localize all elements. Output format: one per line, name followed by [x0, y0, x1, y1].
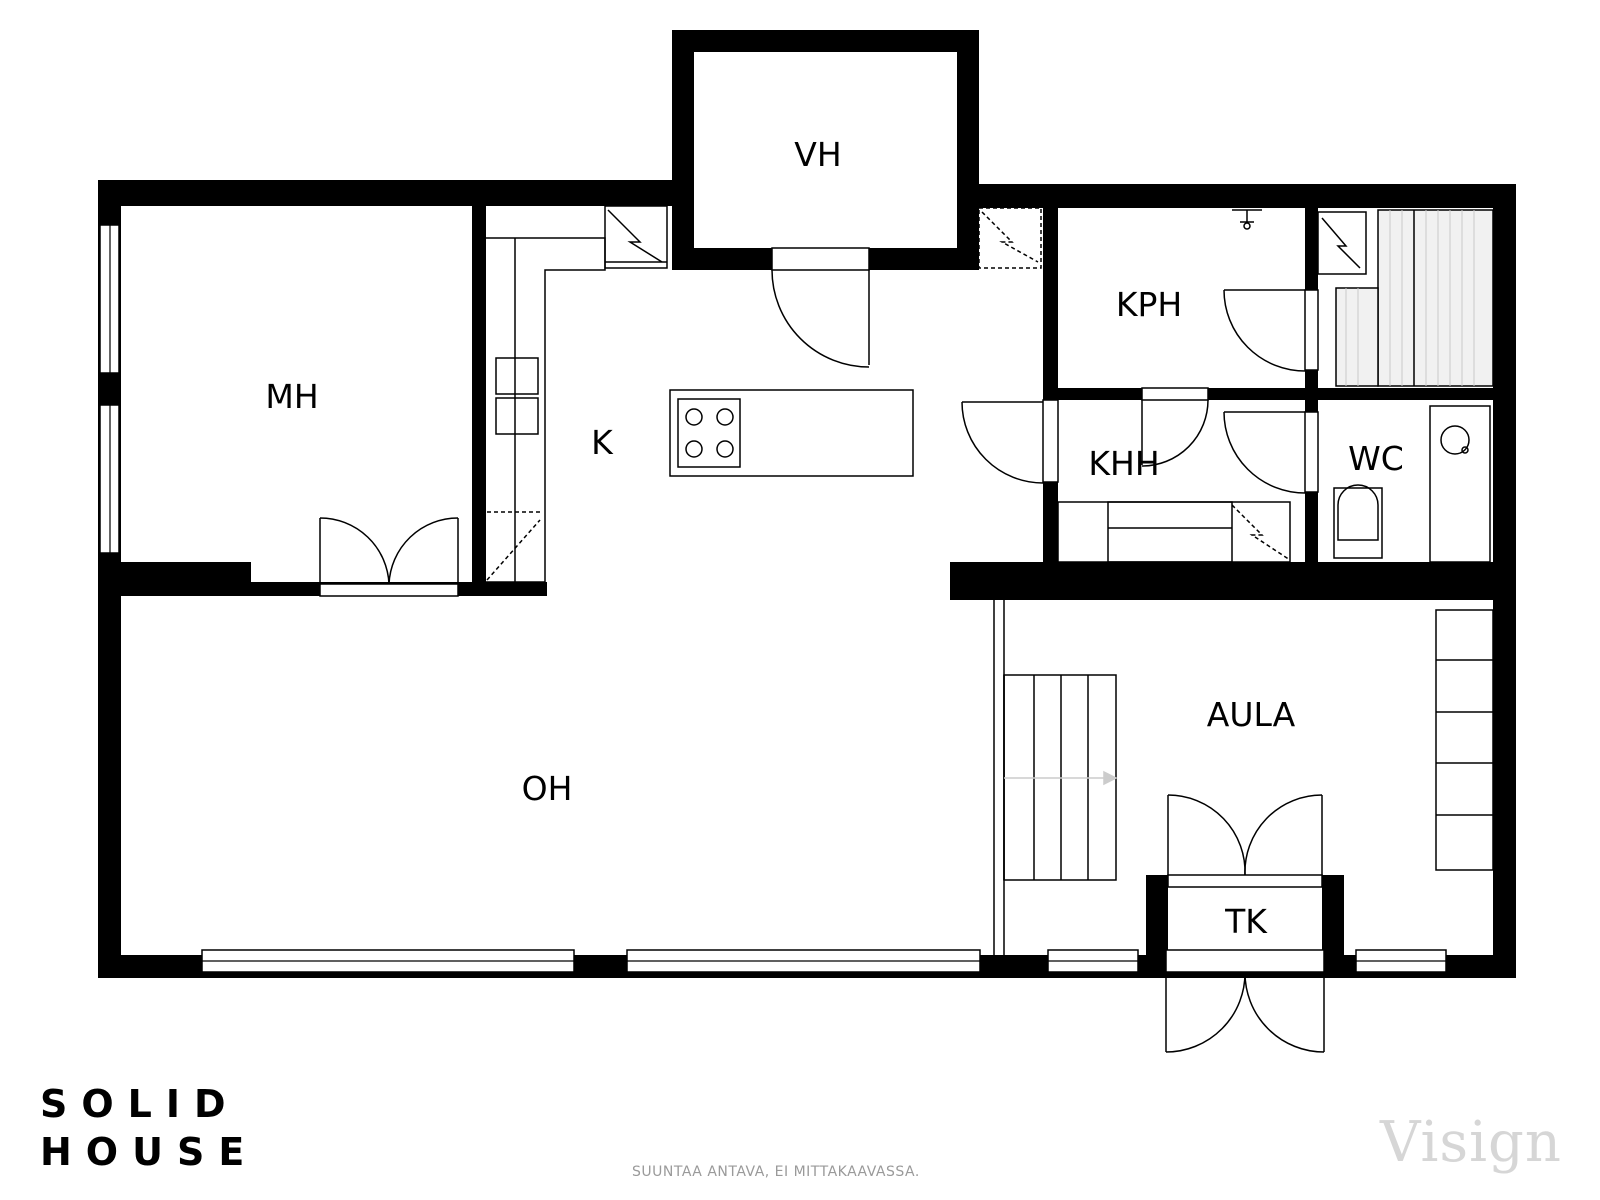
- kitchen-fixtures: [486, 205, 1042, 583]
- room-label-oh: OH: [522, 769, 573, 808]
- room-label-vh: VH: [794, 135, 841, 174]
- room-label-mh: MH: [265, 377, 318, 416]
- room-label-khh: KHH: [1088, 444, 1159, 483]
- room-labels: VH MH K KPH KHH WC AULA OH TK: [265, 135, 1403, 941]
- wet-room-fixtures: [1057, 209, 1494, 563]
- stairs-and-storage: [993, 600, 1494, 955]
- doors: [319, 247, 1325, 1053]
- scale-disclaimer: SUUNTAA ANTAVA, EI MITTAKAAVASSA.: [632, 1164, 920, 1180]
- window-lines: [109, 225, 1446, 962]
- brand-line-1: SOLID: [40, 1082, 240, 1126]
- room-label-k: K: [591, 423, 614, 462]
- room-label-tk: TK: [1224, 902, 1268, 941]
- watermark: Visign: [1380, 1110, 1562, 1175]
- room-label-wc: WC: [1348, 439, 1404, 478]
- room-label-aula: AULA: [1207, 695, 1296, 734]
- brand-logo: SOLID HOUSE: [40, 1080, 258, 1176]
- room-label-kph: KPH: [1116, 285, 1182, 324]
- brand-line-2: HOUSE: [40, 1130, 259, 1174]
